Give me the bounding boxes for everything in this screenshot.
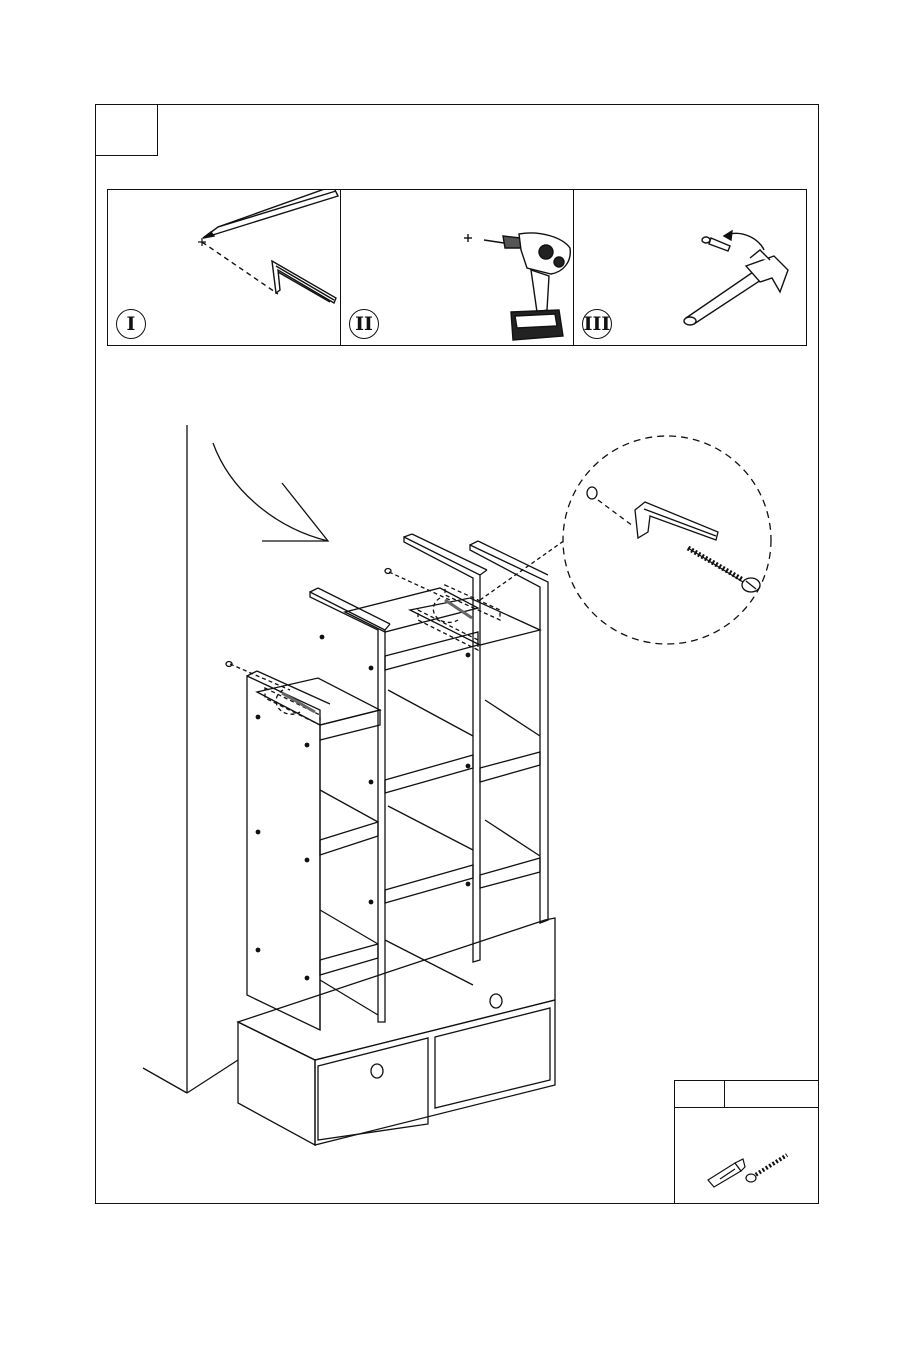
drawer-knob [371, 1064, 383, 1078]
drawer-left [318, 1038, 428, 1140]
detail-callout [563, 436, 771, 644]
drawer-right [435, 1008, 550, 1108]
anchor-and-screw-icon [675, 1081, 820, 1205]
base-cabinet [238, 918, 555, 1145]
shelf [257, 678, 380, 725]
parts-box [674, 1080, 819, 1204]
drawer-knob [490, 994, 502, 1008]
